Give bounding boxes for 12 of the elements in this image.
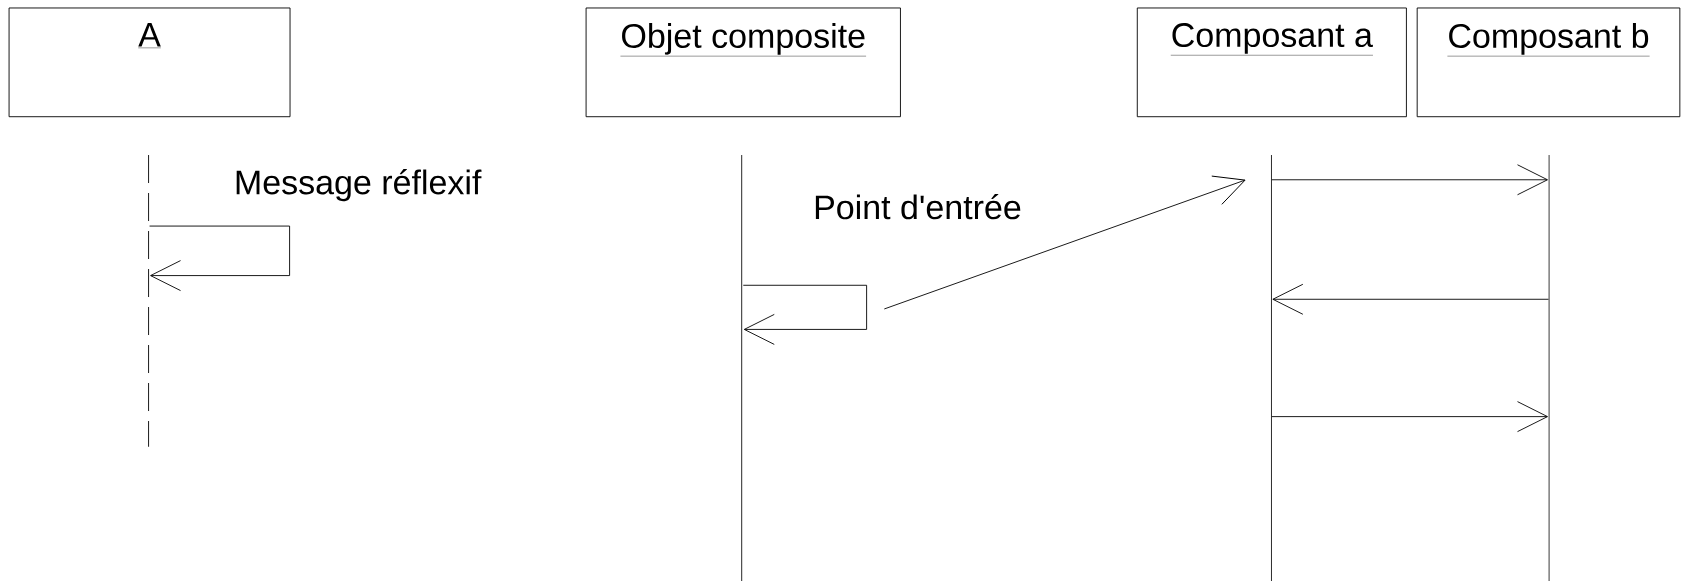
message-arrow (1271, 164, 1548, 196)
message-arrow (1272, 283, 1549, 315)
message-arrow (742, 284, 868, 345)
object-box: Composant b (1416, 7, 1681, 118)
message-arrow (149, 225, 291, 292)
edge-label: Message réflexif (231, 167, 484, 204)
message-arrow (883, 175, 1246, 310)
message-arrow (1271, 401, 1548, 433)
object-box: Objet composite (585, 7, 901, 118)
object-box: A (8, 7, 291, 118)
edge-label: Point d'entrée (811, 192, 1024, 222)
object-box: Composant a (1136, 7, 1407, 118)
